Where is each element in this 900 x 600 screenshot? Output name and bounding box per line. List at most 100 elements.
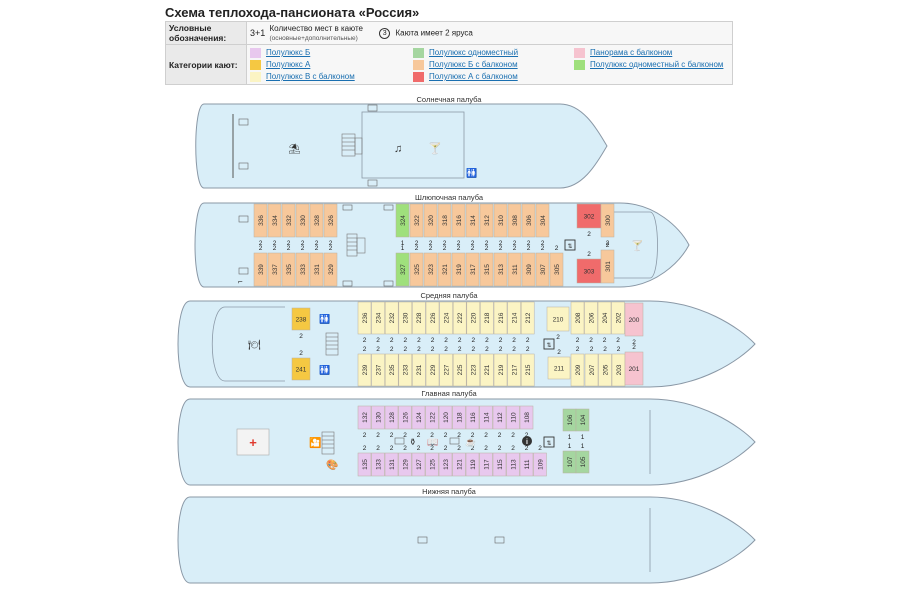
cabin-329[interactable]: 329 — [323, 252, 338, 287]
cabin-221[interactable]: 221 — [480, 353, 494, 387]
cabin-310[interactable]: 310 — [493, 203, 508, 238]
cabin-315[interactable]: 315 — [479, 252, 494, 287]
category-link[interactable]: Полулюкс одноместный — [429, 48, 519, 57]
cabin-324[interactable]: 324 — [395, 203, 410, 238]
cabin-128[interactable]: 128 — [384, 405, 399, 430]
cabin-235[interactable]: 235 — [384, 353, 399, 387]
cabin-125[interactable]: 125 — [425, 452, 439, 477]
category-link[interactable]: Полулюкс одноместный с балконом — [590, 60, 724, 69]
cabin-201[interactable]: 201 — [624, 351, 644, 386]
category-link[interactable]: Полулюкс А — [266, 60, 311, 69]
cabin-227[interactable]: 227 — [439, 353, 453, 387]
cabin-206[interactable]: 206 — [584, 301, 598, 335]
cabin-232[interactable]: 232 — [384, 301, 399, 335]
cabin-234[interactable]: 234 — [371, 301, 385, 335]
cabin-224[interactable]: 224 — [439, 301, 453, 335]
cabin-308[interactable]: 308 — [507, 203, 522, 238]
cabin-317[interactable]: 317 — [465, 252, 480, 287]
cabin-217[interactable]: 217 — [507, 353, 521, 387]
cabin-318[interactable]: 318 — [437, 203, 452, 238]
cabin-327[interactable]: 327 — [395, 252, 410, 287]
category-link[interactable]: Полулюкс Б с балконом — [429, 60, 518, 69]
cabin-322[interactable]: 322 — [409, 203, 424, 238]
cabin-304[interactable]: 304 — [535, 203, 550, 238]
cabin-219[interactable]: 219 — [493, 353, 508, 387]
cabin-314[interactable]: 314 — [465, 203, 480, 238]
cabin-306[interactable]: 306 — [521, 203, 536, 238]
cabin-302[interactable]: 302 — [576, 203, 602, 229]
cabin-215[interactable]: 215 — [520, 353, 535, 387]
cabin-225[interactable]: 225 — [452, 353, 467, 387]
cabin-333[interactable]: 333 — [295, 252, 310, 287]
cabin-305[interactable]: 305 — [549, 252, 564, 287]
cabin-300[interactable]: 300 — [600, 203, 615, 238]
cabin-107[interactable]: 107 — [562, 450, 577, 474]
cabin-208[interactable]: 208 — [570, 301, 585, 335]
cabin-121[interactable]: 121 — [452, 452, 466, 477]
cabin-120[interactable]: 120 — [438, 405, 453, 430]
cabin-323[interactable]: 323 — [423, 252, 438, 287]
cabin-124[interactable]: 124 — [411, 405, 426, 430]
cabin-335[interactable]: 335 — [281, 252, 296, 287]
cabin-312[interactable]: 312 — [479, 203, 494, 238]
cabin-332[interactable]: 332 — [281, 203, 296, 238]
cabin-117[interactable]: 117 — [479, 452, 493, 477]
cabin-118[interactable]: 118 — [452, 405, 466, 430]
cabin-131[interactable]: 131 — [384, 452, 399, 477]
cabin-222[interactable]: 222 — [452, 301, 467, 335]
cabin-309[interactable]: 309 — [521, 252, 536, 287]
cabin-204[interactable]: 204 — [597, 301, 612, 335]
cabin-132[interactable]: 132 — [357, 405, 372, 430]
cabin-203[interactable]: 203 — [611, 353, 626, 387]
category-link[interactable]: Полулюкс Б — [266, 48, 311, 57]
cabin-326[interactable]: 326 — [323, 203, 338, 238]
cabin-104[interactable]: 104 — [575, 408, 590, 432]
cabin-135[interactable]: 135 — [357, 452, 372, 477]
cabin-127[interactable]: 127 — [411, 452, 426, 477]
cabin-123[interactable]: 123 — [438, 452, 453, 477]
cabin-207[interactable]: 207 — [584, 353, 599, 387]
cabin-229[interactable]: 229 — [425, 353, 440, 387]
cabin-218[interactable]: 218 — [480, 301, 494, 335]
cabin-106[interactable]: 106 — [562, 408, 577, 432]
cabin-112[interactable]: 112 — [492, 405, 507, 430]
cabin-223[interactable]: 223 — [466, 353, 481, 387]
cabin-307[interactable]: 307 — [535, 252, 550, 287]
cabin-202[interactable]: 202 — [611, 301, 625, 335]
cabin-313[interactable]: 313 — [493, 252, 508, 287]
cabin-110[interactable]: 110 — [506, 405, 520, 430]
cabin-321[interactable]: 321 — [437, 252, 452, 287]
cabin-211[interactable]: 211 — [547, 356, 571, 380]
category-link[interactable]: Полулюкс А с балконом — [429, 72, 518, 81]
category-link[interactable]: Панорама с балконом — [590, 48, 673, 57]
cabin-105[interactable]: 105 — [575, 450, 590, 474]
cabin-200[interactable]: 200 — [624, 302, 644, 337]
cabin-231[interactable]: 231 — [412, 353, 426, 387]
cabin-237[interactable]: 237 — [371, 353, 385, 387]
cabin-129[interactable]: 129 — [398, 452, 412, 477]
cabin-233[interactable]: 233 — [398, 353, 413, 387]
cabin-337[interactable]: 337 — [267, 252, 282, 287]
cabin-122[interactable]: 122 — [425, 405, 439, 430]
cabin-339[interactable]: 339 — [253, 252, 268, 287]
cabin-336[interactable]: 336 — [253, 203, 268, 238]
cabin-212[interactable]: 212 — [520, 301, 535, 335]
cabin-228[interactable]: 228 — [412, 301, 426, 335]
cabin-226[interactable]: 226 — [425, 301, 440, 335]
cabin-301[interactable]: 301 — [600, 249, 615, 284]
cabin-111[interactable]: 111 — [519, 452, 534, 477]
cabin-331[interactable]: 331 — [309, 252, 324, 287]
cabin-325[interactable]: 325 — [409, 252, 424, 287]
cabin-316[interactable]: 316 — [451, 203, 466, 238]
cabin-328[interactable]: 328 — [309, 203, 324, 238]
cabin-126[interactable]: 126 — [398, 405, 412, 430]
cabin-319[interactable]: 319 — [451, 252, 466, 287]
cabin-130[interactable]: 130 — [371, 405, 385, 430]
cabin-311[interactable]: 311 — [507, 252, 522, 287]
cabin-303[interactable]: 303 — [576, 258, 602, 284]
cabin-133[interactable]: 133 — [371, 452, 385, 477]
cabin-320[interactable]: 320 — [423, 203, 438, 238]
cabin-230[interactable]: 230 — [398, 301, 413, 335]
cabin-216[interactable]: 216 — [493, 301, 508, 335]
cabin-114[interactable]: 114 — [479, 405, 493, 430]
